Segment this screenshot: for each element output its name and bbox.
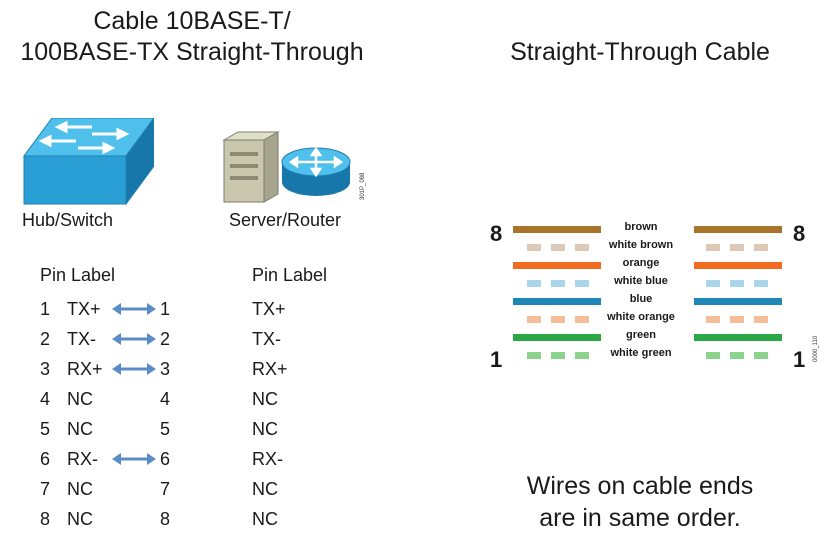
- double-arrow-icon: [112, 363, 156, 375]
- pin-number-right: 3: [160, 359, 171, 379]
- wire-right-dash: [754, 316, 768, 323]
- pin-label: NC: [67, 419, 93, 439]
- pin-label: NC: [67, 389, 93, 409]
- pin-label: TX+: [67, 299, 101, 319]
- wire-name: orange: [622, 257, 660, 269]
- pin-label: NC: [67, 479, 93, 499]
- double-arrow-icon: [112, 333, 156, 345]
- wire-right-dash: [706, 316, 720, 323]
- wire-right-solid: [694, 226, 782, 233]
- cable-end-bottom-left: 1: [490, 347, 503, 372]
- pin-number: 1: [40, 299, 51, 319]
- wire-name: white blue: [614, 275, 668, 287]
- pin-label-right: NC: [252, 419, 278, 439]
- cable-end-top-right: 8: [793, 221, 806, 246]
- server-router-icon: [222, 131, 351, 203]
- pin-label: RX-: [67, 449, 98, 469]
- wire-left-dash: [551, 280, 565, 287]
- wire-right-dash: [706, 244, 720, 251]
- cable-image-code: 0000_110: [813, 335, 819, 362]
- pin-number: 8: [40, 509, 51, 529]
- wire-right-dash: [730, 244, 744, 251]
- cable-end-bottom-right: 1: [793, 347, 806, 372]
- pin-number-right: 8: [160, 509, 171, 529]
- wire-name: blue: [629, 293, 653, 305]
- pin-number-right: 1: [160, 299, 171, 319]
- pin-number: 6: [40, 449, 51, 469]
- device-image-code: 301P_088: [360, 172, 366, 200]
- wire-right-solid: [694, 298, 782, 305]
- left-title-line2: 100BASE-TX Straight-Through: [20, 38, 364, 66]
- wire-left-dash: [575, 316, 589, 323]
- caption-line2: are in same order.: [539, 504, 741, 532]
- pin-header-right: Pin Label: [252, 265, 328, 285]
- pin-label-right: NC: [252, 479, 278, 499]
- wire-left-solid: [513, 298, 601, 305]
- wire-left-dash: [575, 244, 589, 251]
- wire-name: brown: [624, 221, 658, 233]
- pin-label-right: RX+: [252, 359, 288, 379]
- wire-right-dash: [754, 244, 768, 251]
- caption-line1: Wires on cable ends: [526, 472, 754, 500]
- left-title-line1: Cable 10BASE-T/: [93, 7, 291, 35]
- pin-label-right: NC: [252, 389, 278, 409]
- pin-label-right: NC: [252, 509, 278, 529]
- wire-right-solid: [694, 334, 782, 341]
- pin-number-right: 7: [160, 479, 171, 499]
- pin-label-right: RX-: [252, 449, 283, 469]
- wire-right-dash: [730, 280, 744, 287]
- wire-left-solid: [513, 334, 601, 341]
- caption: Wires on cable ends are in same order.: [500, 470, 780, 534]
- pin-header-left: Pin Label: [40, 265, 116, 285]
- wire-right-dash: [706, 352, 720, 359]
- pin-number-right: 4: [160, 389, 171, 409]
- pin-label: NC: [67, 509, 93, 529]
- pin-number-right: 5: [160, 419, 171, 439]
- wire-right-dash: [730, 316, 744, 323]
- wire-name: green: [626, 329, 656, 341]
- cable-end-top-left: 8: [490, 221, 503, 246]
- wire-left-dash: [575, 280, 589, 287]
- left-title: Cable 10BASE-T/ 100BASE-TX Straight-Thro…: [0, 6, 384, 68]
- wire-name: white brown: [608, 239, 674, 251]
- pin-label-right: TX-: [252, 329, 281, 349]
- wire-left-dash: [551, 316, 565, 323]
- double-arrow-icon: [112, 453, 156, 465]
- wire-right-dash: [706, 280, 720, 287]
- wire-right-dash: [754, 352, 768, 359]
- pin-label: RX+: [67, 359, 103, 379]
- pin-number: 7: [40, 479, 51, 499]
- right-title: Straight-Through Cable: [510, 38, 770, 66]
- double-arrow-icon: [112, 303, 156, 315]
- wire-left-dash: [527, 244, 541, 251]
- wire-left-dash: [527, 280, 541, 287]
- wire-left-dash: [575, 352, 589, 359]
- wire-left-dash: [551, 244, 565, 251]
- wire-left-dash: [551, 352, 565, 359]
- server-router-label: Server/Router: [229, 210, 342, 230]
- pin-number-right: 2: [160, 329, 171, 349]
- pin-number: 3: [40, 359, 51, 379]
- wire-right-dash: [754, 280, 768, 287]
- wire-left-dash: [527, 316, 541, 323]
- wire-right-dash: [730, 352, 744, 359]
- pin-number: 4: [40, 389, 51, 409]
- pin-number: 5: [40, 419, 51, 439]
- pin-label: TX-: [67, 329, 96, 349]
- wire-left-solid: [513, 262, 601, 269]
- hub-switch-icon: [23, 118, 154, 206]
- hub-switch-label: Hub/Switch: [22, 210, 114, 230]
- wire-name: white green: [610, 347, 672, 359]
- wire-right-solid: [694, 262, 782, 269]
- wire-name: white orange: [607, 311, 675, 323]
- pin-number-right: 6: [160, 449, 171, 469]
- pin-number: 2: [40, 329, 51, 349]
- wire-left-solid: [513, 226, 601, 233]
- pin-label-right: TX+: [252, 299, 286, 319]
- wire-left-dash: [527, 352, 541, 359]
